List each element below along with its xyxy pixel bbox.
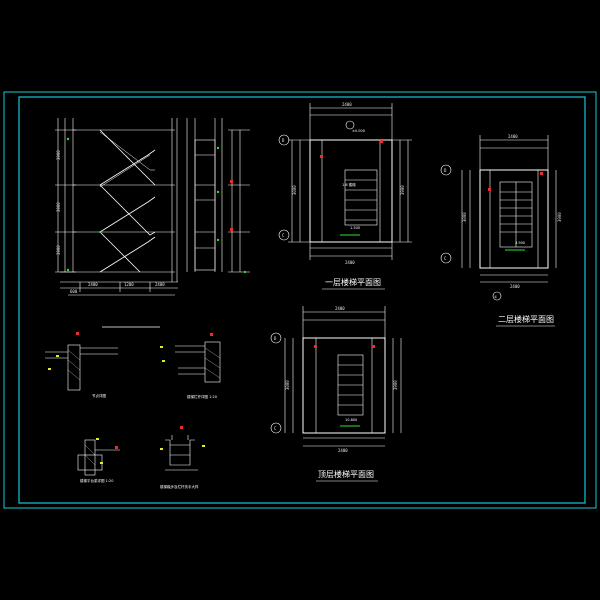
- second-floor-axis-top: D: [444, 168, 447, 173]
- section-dim-2: 3900: [56, 202, 61, 212]
- second-floor-text: 2400 2400 3000 3900 D C 3.900 ① 二层楼梯平面图: [444, 134, 562, 327]
- detail-4: [165, 435, 198, 471]
- stair-section: [55, 118, 178, 296]
- top-floor-text: 2400 2400 3000 3900 D C 10.800 顶层楼梯平面图: [274, 306, 398, 482]
- top-floor-title: 顶层楼梯平面图: [318, 469, 374, 479]
- first-floor-level-bottom: 1.500: [350, 226, 360, 230]
- detail-3-caption: 楼梯平台梁详图 1:20: [80, 478, 113, 483]
- first-floor-axis-top: D: [282, 138, 285, 143]
- section-dims-text: 3900 3900 3900 2400 1200 2400 600: [56, 150, 165, 294]
- second-floor-axis-marker: ①: [494, 295, 497, 299]
- detail-3: [77, 439, 120, 476]
- first-floor-bottom-total: 2400: [345, 260, 355, 265]
- second-floor-markers: [488, 172, 543, 251]
- detail-1-accents: [48, 332, 79, 370]
- elevation-red-markers: [230, 180, 233, 231]
- second-floor-plan: [440, 135, 557, 301]
- second-floor-level: 3.900: [515, 241, 525, 245]
- first-floor-level-top: ±0.000: [352, 129, 365, 133]
- first-floor-top-total: 2400: [342, 102, 352, 107]
- top-floor-plan: [270, 306, 402, 447]
- second-floor-bottom-total: 2400: [510, 284, 520, 289]
- top-floor-level: 10.800: [345, 418, 357, 422]
- section-dim-total: 600: [70, 289, 78, 294]
- detail-4-accents: [160, 426, 205, 450]
- second-floor-title: 二层楼梯平面图: [498, 314, 554, 324]
- second-floor-left-dim: 3000: [462, 212, 467, 222]
- detail-2: [175, 341, 221, 383]
- top-floor-bottom-total: 2400: [338, 448, 348, 453]
- section-level-markers: [66, 137, 101, 272]
- first-floor-markers: [320, 140, 383, 236]
- detail-1: [45, 344, 118, 391]
- detail-2-accents: [160, 333, 213, 362]
- inner-frame: [18, 96, 586, 504]
- top-floor-markers: [314, 345, 375, 427]
- section-dim-3: 3900: [56, 245, 61, 255]
- section-dim-b3: 2400: [155, 282, 165, 287]
- detail-3-accents: [96, 438, 118, 464]
- first-floor-right-dim: 3900: [400, 185, 405, 195]
- top-floor-left-dim: 3000: [285, 380, 290, 390]
- top-floor-top-total: 2400: [335, 306, 345, 311]
- top-floor-right-dim: 3900: [393, 380, 398, 390]
- outer-frame: [3, 91, 597, 509]
- section-dim-1: 3900: [56, 150, 61, 160]
- detail-4-caption: 楼梯踏步及栏杆扶手大样: [160, 484, 199, 489]
- first-floor-title: 一层楼梯平面图: [325, 277, 381, 287]
- top-floor-axis-bottom: C: [274, 426, 277, 431]
- first-floor-note: 1.8 楼梯: [342, 182, 356, 187]
- elevation-markers: [216, 146, 247, 274]
- first-floor-axis-bottom: C: [282, 233, 285, 238]
- detail-2-caption: 楼梯栏杆详图 1:20: [187, 394, 217, 399]
- second-floor-top-total: 2400: [508, 134, 518, 139]
- first-floor-left-dim: 3000: [292, 185, 297, 195]
- stair-elevation: [186, 118, 250, 273]
- detail-1-caption: 节点详图: [92, 393, 106, 398]
- second-floor-right-dim: 3900: [557, 212, 562, 222]
- section-dim-b2: 1200: [124, 282, 134, 287]
- section-dim-b1: 2400: [88, 282, 98, 287]
- first-floor-text: 2400 2400 3000 3900 D C ±0.000 1.8 楼梯 1.…: [282, 102, 405, 290]
- top-floor-axis-top: D: [274, 336, 277, 341]
- first-floor-plan: [278, 103, 412, 260]
- second-floor-axis-bottom: C: [444, 256, 447, 261]
